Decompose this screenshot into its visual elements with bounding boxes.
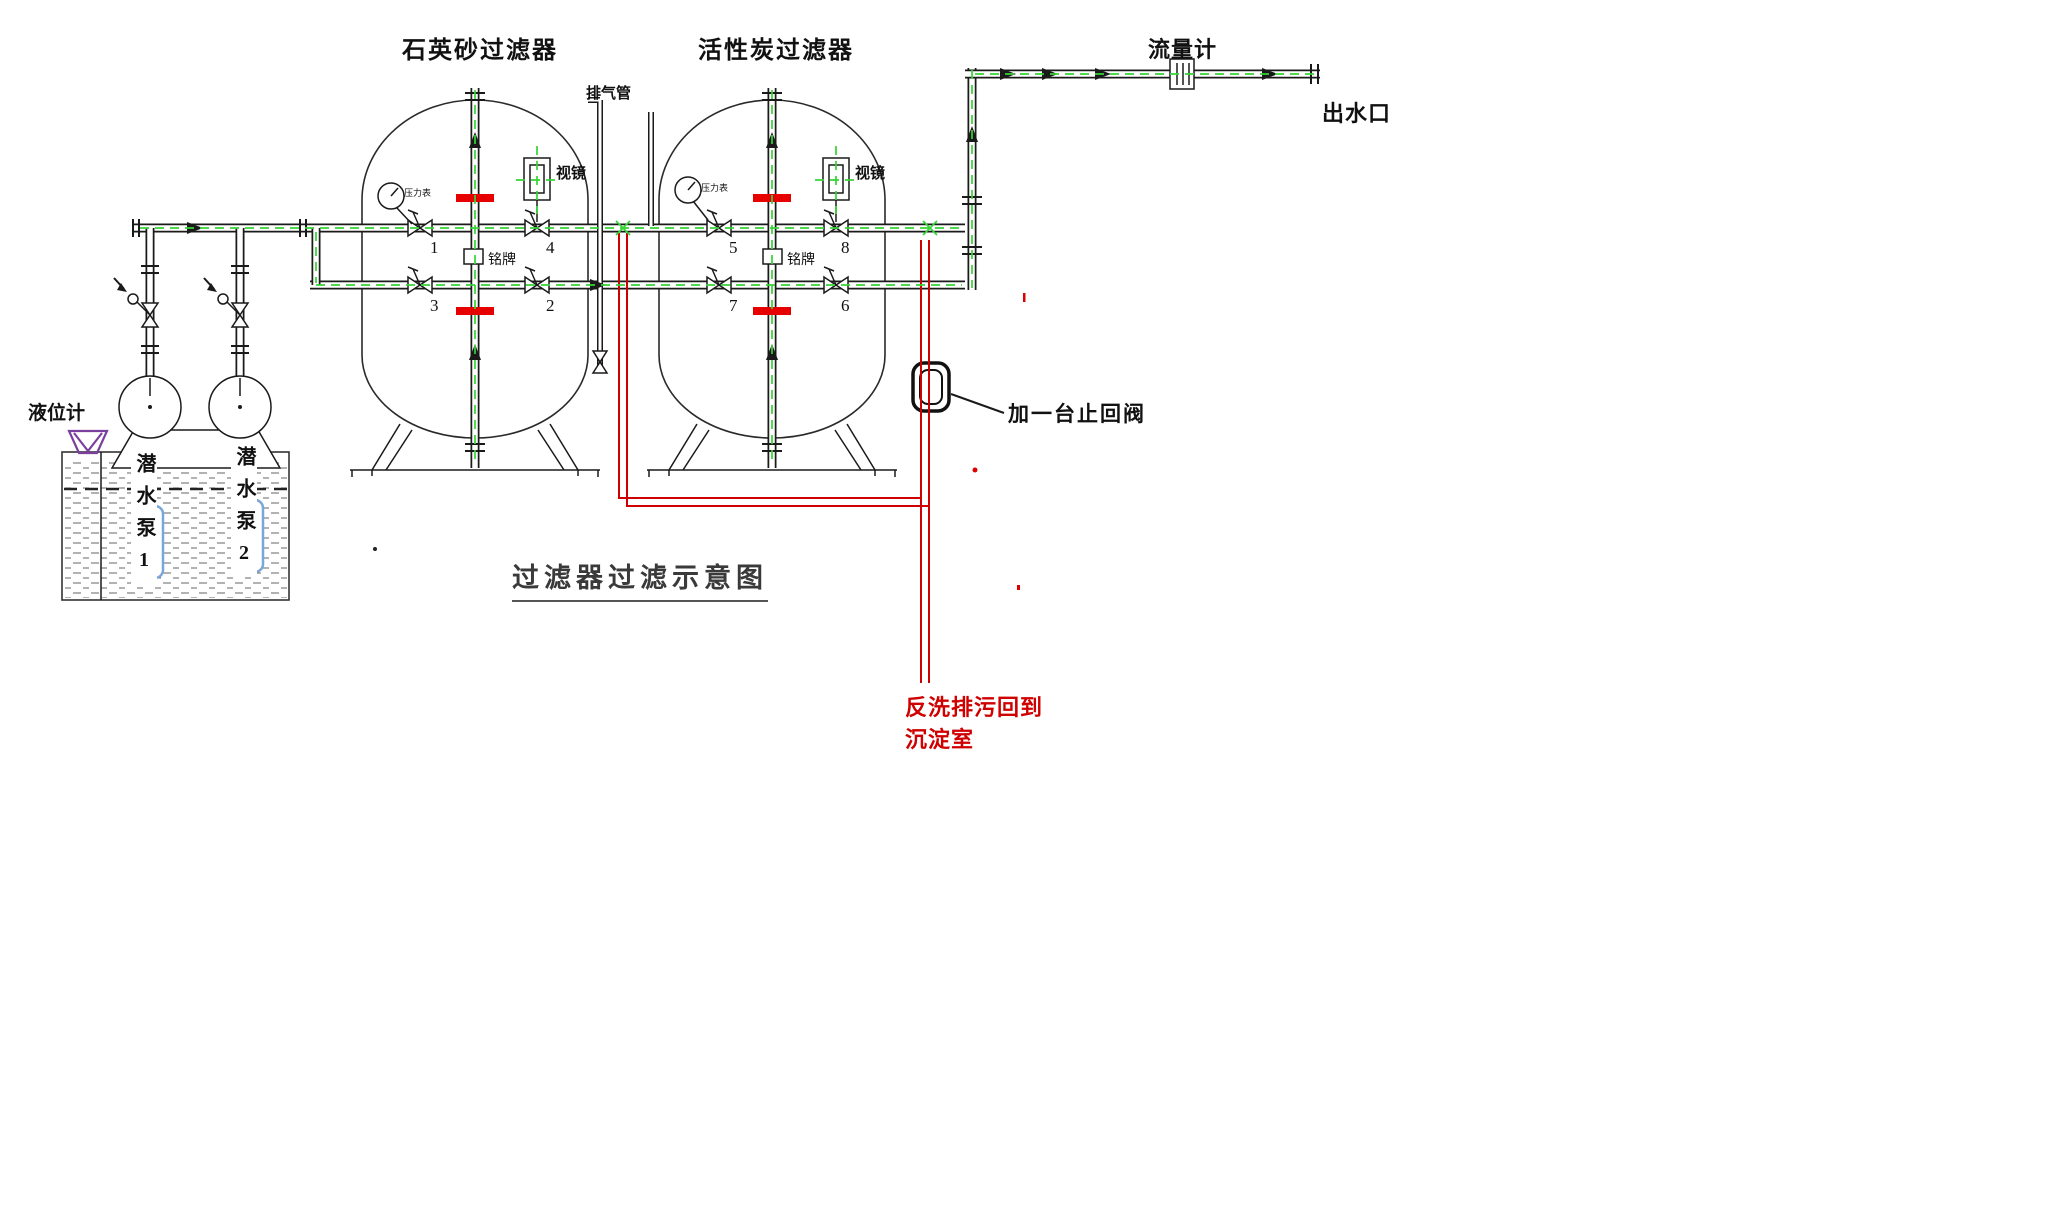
flow-meter-label: 流量计 (1148, 37, 1218, 62)
level-gauge-funnel (67, 429, 109, 455)
check-valve-symbol (911, 361, 1005, 414)
exhaust-valve (591, 350, 609, 374)
water-outlet-label: 出水口 (1322, 101, 1392, 126)
flow-centerlines (140, 70, 1316, 465)
carbon-filter-label: 活性炭过滤器 (698, 38, 854, 64)
valve-number-3: 3 (430, 296, 439, 315)
sight-glass-right-label: 视镜 (855, 166, 886, 182)
exhaust-pipe-label: 排气管 (586, 86, 632, 102)
backwash-note-line2: 沉淀室 (905, 727, 975, 752)
pump-2-gate-valve (217, 293, 250, 328)
nameplate-right-label: 铭牌 (787, 253, 815, 268)
pressure-gauge-left-label: 压力表 (404, 188, 432, 198)
sight-glass-left-label: 视镜 (556, 166, 587, 182)
pump-1-gate-valve (127, 293, 160, 328)
stray-dot (373, 547, 377, 551)
level-gauge-label: 液位计 (28, 403, 86, 424)
backwash-note-line1: 反洗排污回到 (905, 695, 1044, 720)
nameplate-left-box (463, 248, 484, 265)
submersible-pump-1-label: 潜水泵1 (131, 452, 157, 584)
quartz-filter-label: 石英砂过滤器 (402, 38, 558, 64)
valve-number-4: 4 (546, 238, 555, 257)
submersible-pump-2-label: 潜水泵2 (231, 445, 257, 577)
valve-number-8: 8 (841, 238, 850, 257)
valve-number-5: 5 (729, 238, 738, 257)
valve-number-1: 1 (430, 238, 439, 257)
valve-number-2: 2 (546, 296, 555, 315)
valve-number-6: 6 (841, 296, 850, 315)
backwash-drain-lines (618, 233, 1026, 683)
pressure-gauge-right-label: 压力表 (701, 183, 729, 193)
check-valve-leader-line (950, 393, 1005, 414)
exhaust-pipe-line (588, 97, 603, 372)
check-valve-note: 加一台止回阀 (1008, 402, 1146, 426)
flow-arrows (113, 68, 1278, 360)
pressure-gauge-left (377, 182, 413, 225)
valve-number-7: 7 (729, 296, 738, 315)
nameplate-left-label: 铭牌 (488, 253, 516, 268)
pressure-gauge-right (674, 176, 709, 221)
diagram-title: 过滤器过滤示意图 (512, 556, 768, 602)
